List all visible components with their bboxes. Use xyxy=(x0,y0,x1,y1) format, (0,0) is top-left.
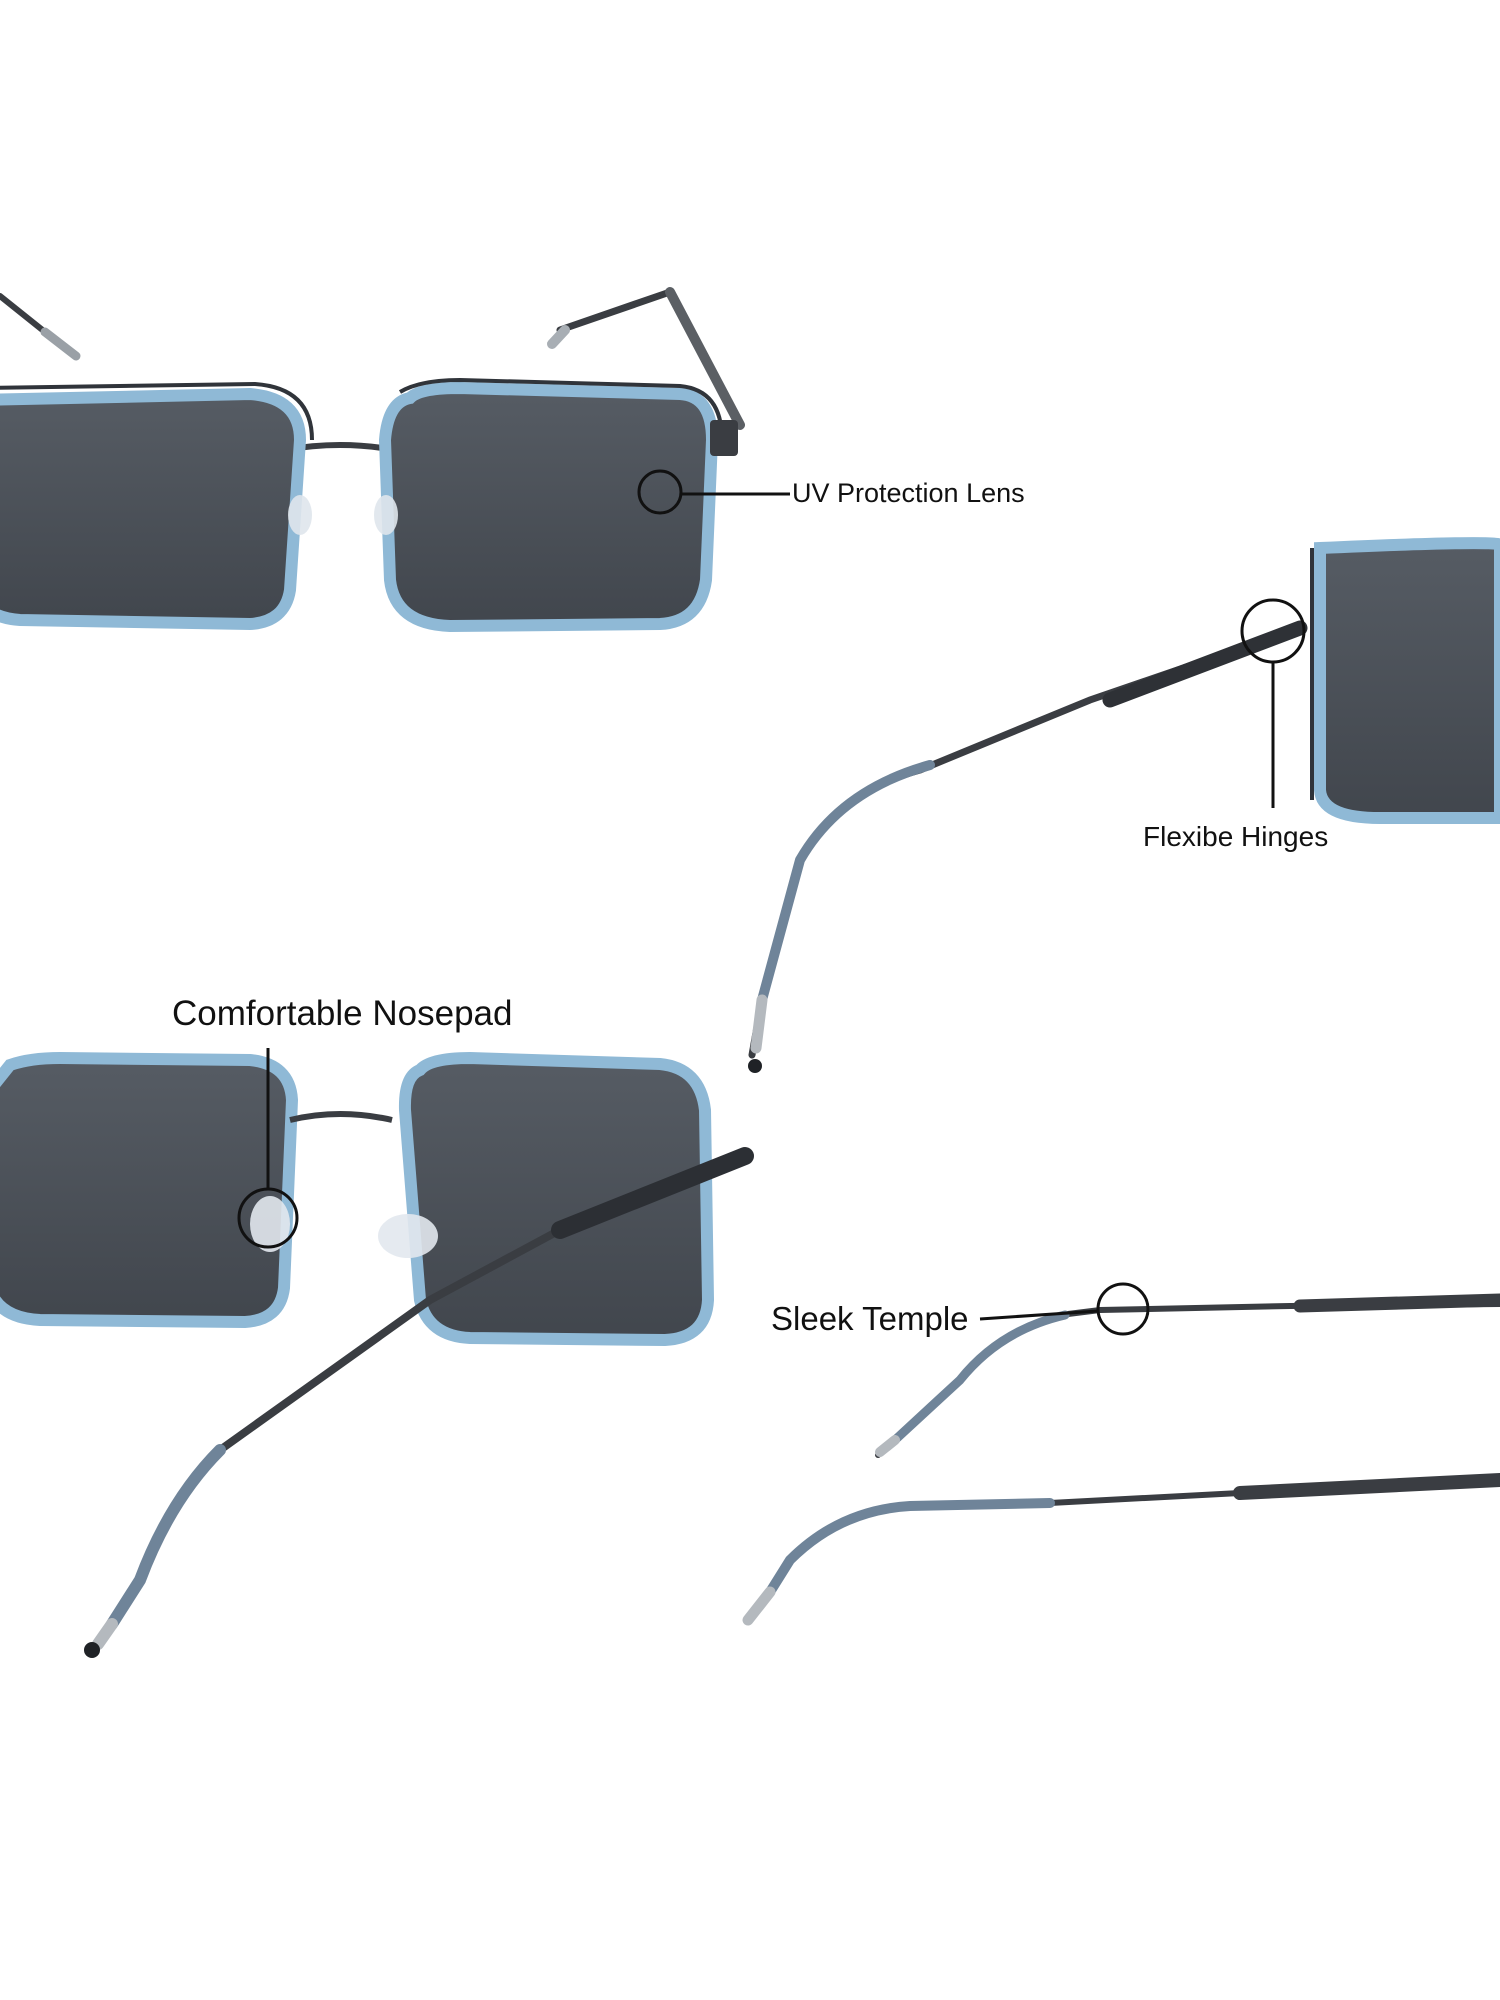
angled-view-sunglasses xyxy=(0,1051,754,1658)
flexible-hinges-label: Flexibe Hinges xyxy=(1143,821,1329,852)
hinges-callout xyxy=(1240,598,1306,808)
sleek-temple-label: Sleek Temple xyxy=(771,1300,969,1337)
side-view-sunglasses xyxy=(748,537,1500,1073)
temple-callout xyxy=(979,1282,1150,1336)
temple-arms xyxy=(742,1293,1500,1626)
comfortable-nosepad-label: Comfortable Nosepad xyxy=(172,994,513,1033)
front-view-sunglasses xyxy=(0,287,745,633)
uv-lens-callout xyxy=(637,469,790,515)
uv-protection-lens-label: UV Protection Lens xyxy=(792,478,1025,508)
nosepad-callout xyxy=(237,1048,299,1249)
